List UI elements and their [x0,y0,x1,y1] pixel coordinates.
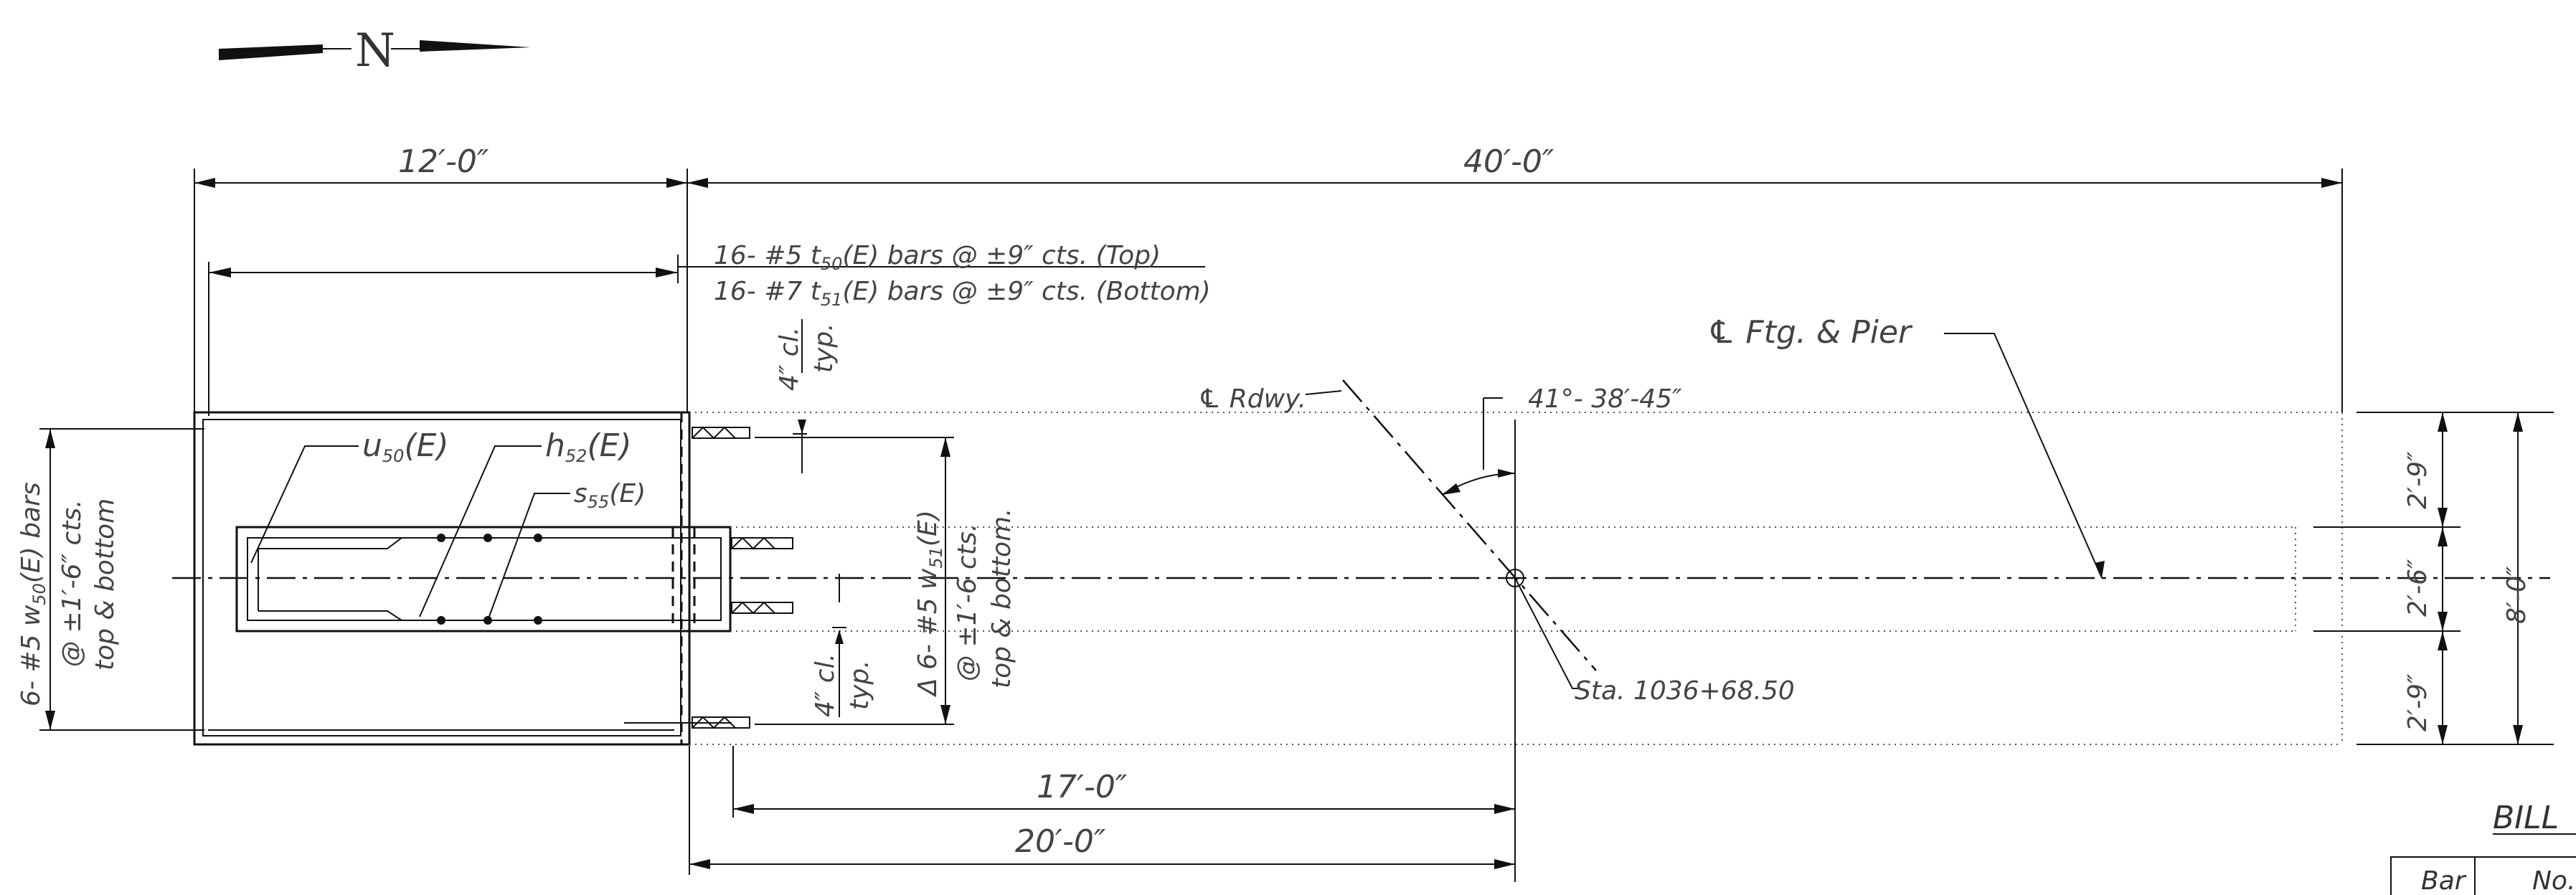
north-label: N [355,24,395,77]
w50-label-line3: top & bottom [90,498,120,671]
clearance-bottom-label: 4″ cl. [811,653,840,717]
bar-mark-callouts: u50(E) h52(E) s55(E) [250,427,646,621]
typ-top-label: typ. [809,323,839,373]
w51-label-line3: top & bottom. [987,508,1016,688]
station-point-icon [1506,569,1524,587]
station-label: Sta. 1036+68.50 [1575,676,1795,706]
top-dimensions: 12′-0″ 40′-0″ [194,143,2343,412]
w51-label-line1: Δ 6- #5 w51(E) [913,510,946,698]
h52-label: h52(E) [545,427,632,466]
dim-29-top-label: 2′-9″ [2403,451,2433,509]
north-arrow-head-icon [420,40,531,52]
bill-title: BILL [2493,800,2559,836]
clearance-top-label: 4″ cl. [775,327,804,391]
right-dimensions: 2′-9″ 2′-6″ 2′-9″ 8′-0″ [2313,412,2554,745]
roadway-centerline [1342,379,1597,671]
clearance-top-callout: 4″ cl. typ. [775,319,839,473]
break-marks [692,426,793,729]
w51-callout: Δ 6- #5 w51(E) @ ±1′-6 cts. top & bottom… [755,437,1016,725]
dim-20-label: 20′-0″ [1015,823,1106,860]
w50-label-line2: @ ±1′-6″ cts. [57,499,87,667]
skew-angle-callout: 41°- 38′-45″ [1441,384,1682,496]
footing-pier-cl-label: ℄ Ftg. & Pier [1707,314,1913,351]
dim-17-label: 17′-0″ [1037,769,1128,805]
roadway-cl-label: ℄ Rdwy. [1198,384,1306,414]
north-arrow: N [219,24,531,77]
bill-of-materials-table: BILL Bar No. [2390,800,2576,895]
w51-label-line2: @ ±1′-6 cts. [953,524,982,681]
dim-29-bot-label: 2′-9″ [2403,673,2433,731]
clearance-bottom-callout: 4″ cl. typ. [811,574,874,717]
typ-bottom-label: typ. [845,660,874,710]
w50-callout: 6- #5 w50(E) bars @ ±1′-6″ cts. top & bo… [16,428,204,731]
dim-40-label: 40′-0″ [1463,143,1554,180]
dim-26-label: 2′-6″ [2403,559,2433,617]
dim-12-label: 12′-0″ [398,143,489,180]
w50-label-line1: 6- #5 w50(E) bars [16,482,49,706]
bottom-bars-label: 16- #7 t51(E) bars @ ±9″ cts. (Bottom) [714,277,1211,310]
s55-label: s55(E) [574,479,646,512]
bill-col-no: No. [2532,866,2575,895]
top-bars-label: 16- #5 t50(E) bars @ ±9″ cts. (Top) [714,241,1161,274]
centerlines [172,379,2550,882]
north-arrow-tail-icon [219,44,323,60]
bottom-dimensions: 17′-0″ 20′-0″ [689,746,1515,875]
bar-callout-arrows [208,255,1205,416]
skew-angle-label: 41°- 38′-45″ [1528,384,1682,414]
bill-col-bar: Bar [2421,866,2467,895]
footing-existing-outline [193,411,732,746]
dim-8-label: 8′-0″ [2502,566,2532,624]
u50-label: u50(E) [362,427,449,466]
